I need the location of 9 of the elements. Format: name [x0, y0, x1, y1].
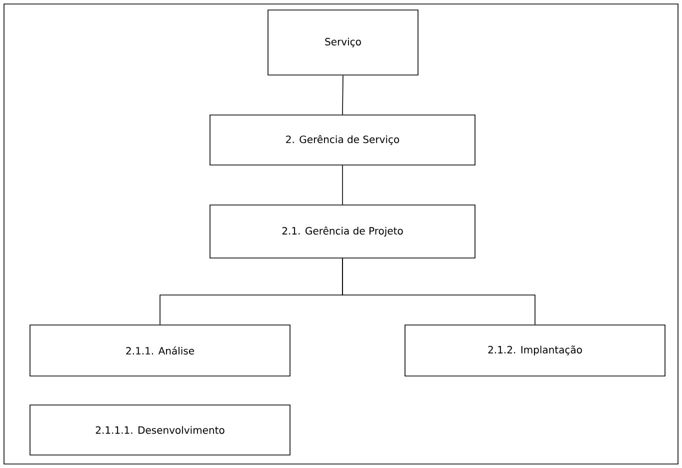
connector-line	[342, 165, 343, 205]
connector-line	[342, 75, 344, 115]
wbs-box: 2.1.2. Implantação	[404, 324, 666, 376]
wbs-box: 2.1.1.1. Desenvolvimento	[30, 404, 290, 456]
wbs-box: Serviço	[268, 10, 418, 76]
wbs-box: 2. Gerência de Serviço	[210, 114, 476, 166]
wbs-box: 2.1. Gerência de Projeto	[210, 204, 476, 258]
connector-line	[342, 258, 536, 325]
wbs-box: 2.1.1. Análise	[30, 324, 290, 376]
